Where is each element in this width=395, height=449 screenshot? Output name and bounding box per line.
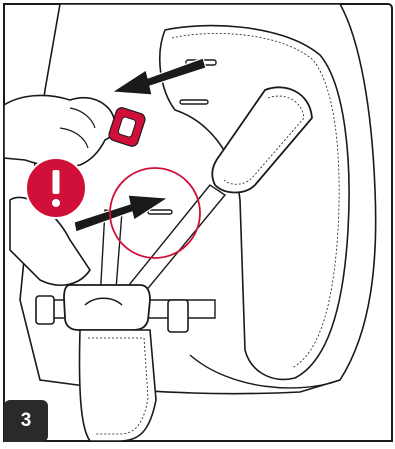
center-buckle: [64, 285, 150, 330]
hip-buckle-right: [168, 300, 188, 332]
hip-buckle-left: [36, 296, 54, 324]
harness-slot-lower: [148, 210, 172, 214]
warning-mark-dot: [52, 199, 60, 207]
warning-mark-bar: [53, 170, 60, 194]
step-number-label: 3: [21, 410, 32, 432]
step-number-badge: 3: [4, 400, 48, 442]
harness-slot-middle: [180, 100, 208, 104]
